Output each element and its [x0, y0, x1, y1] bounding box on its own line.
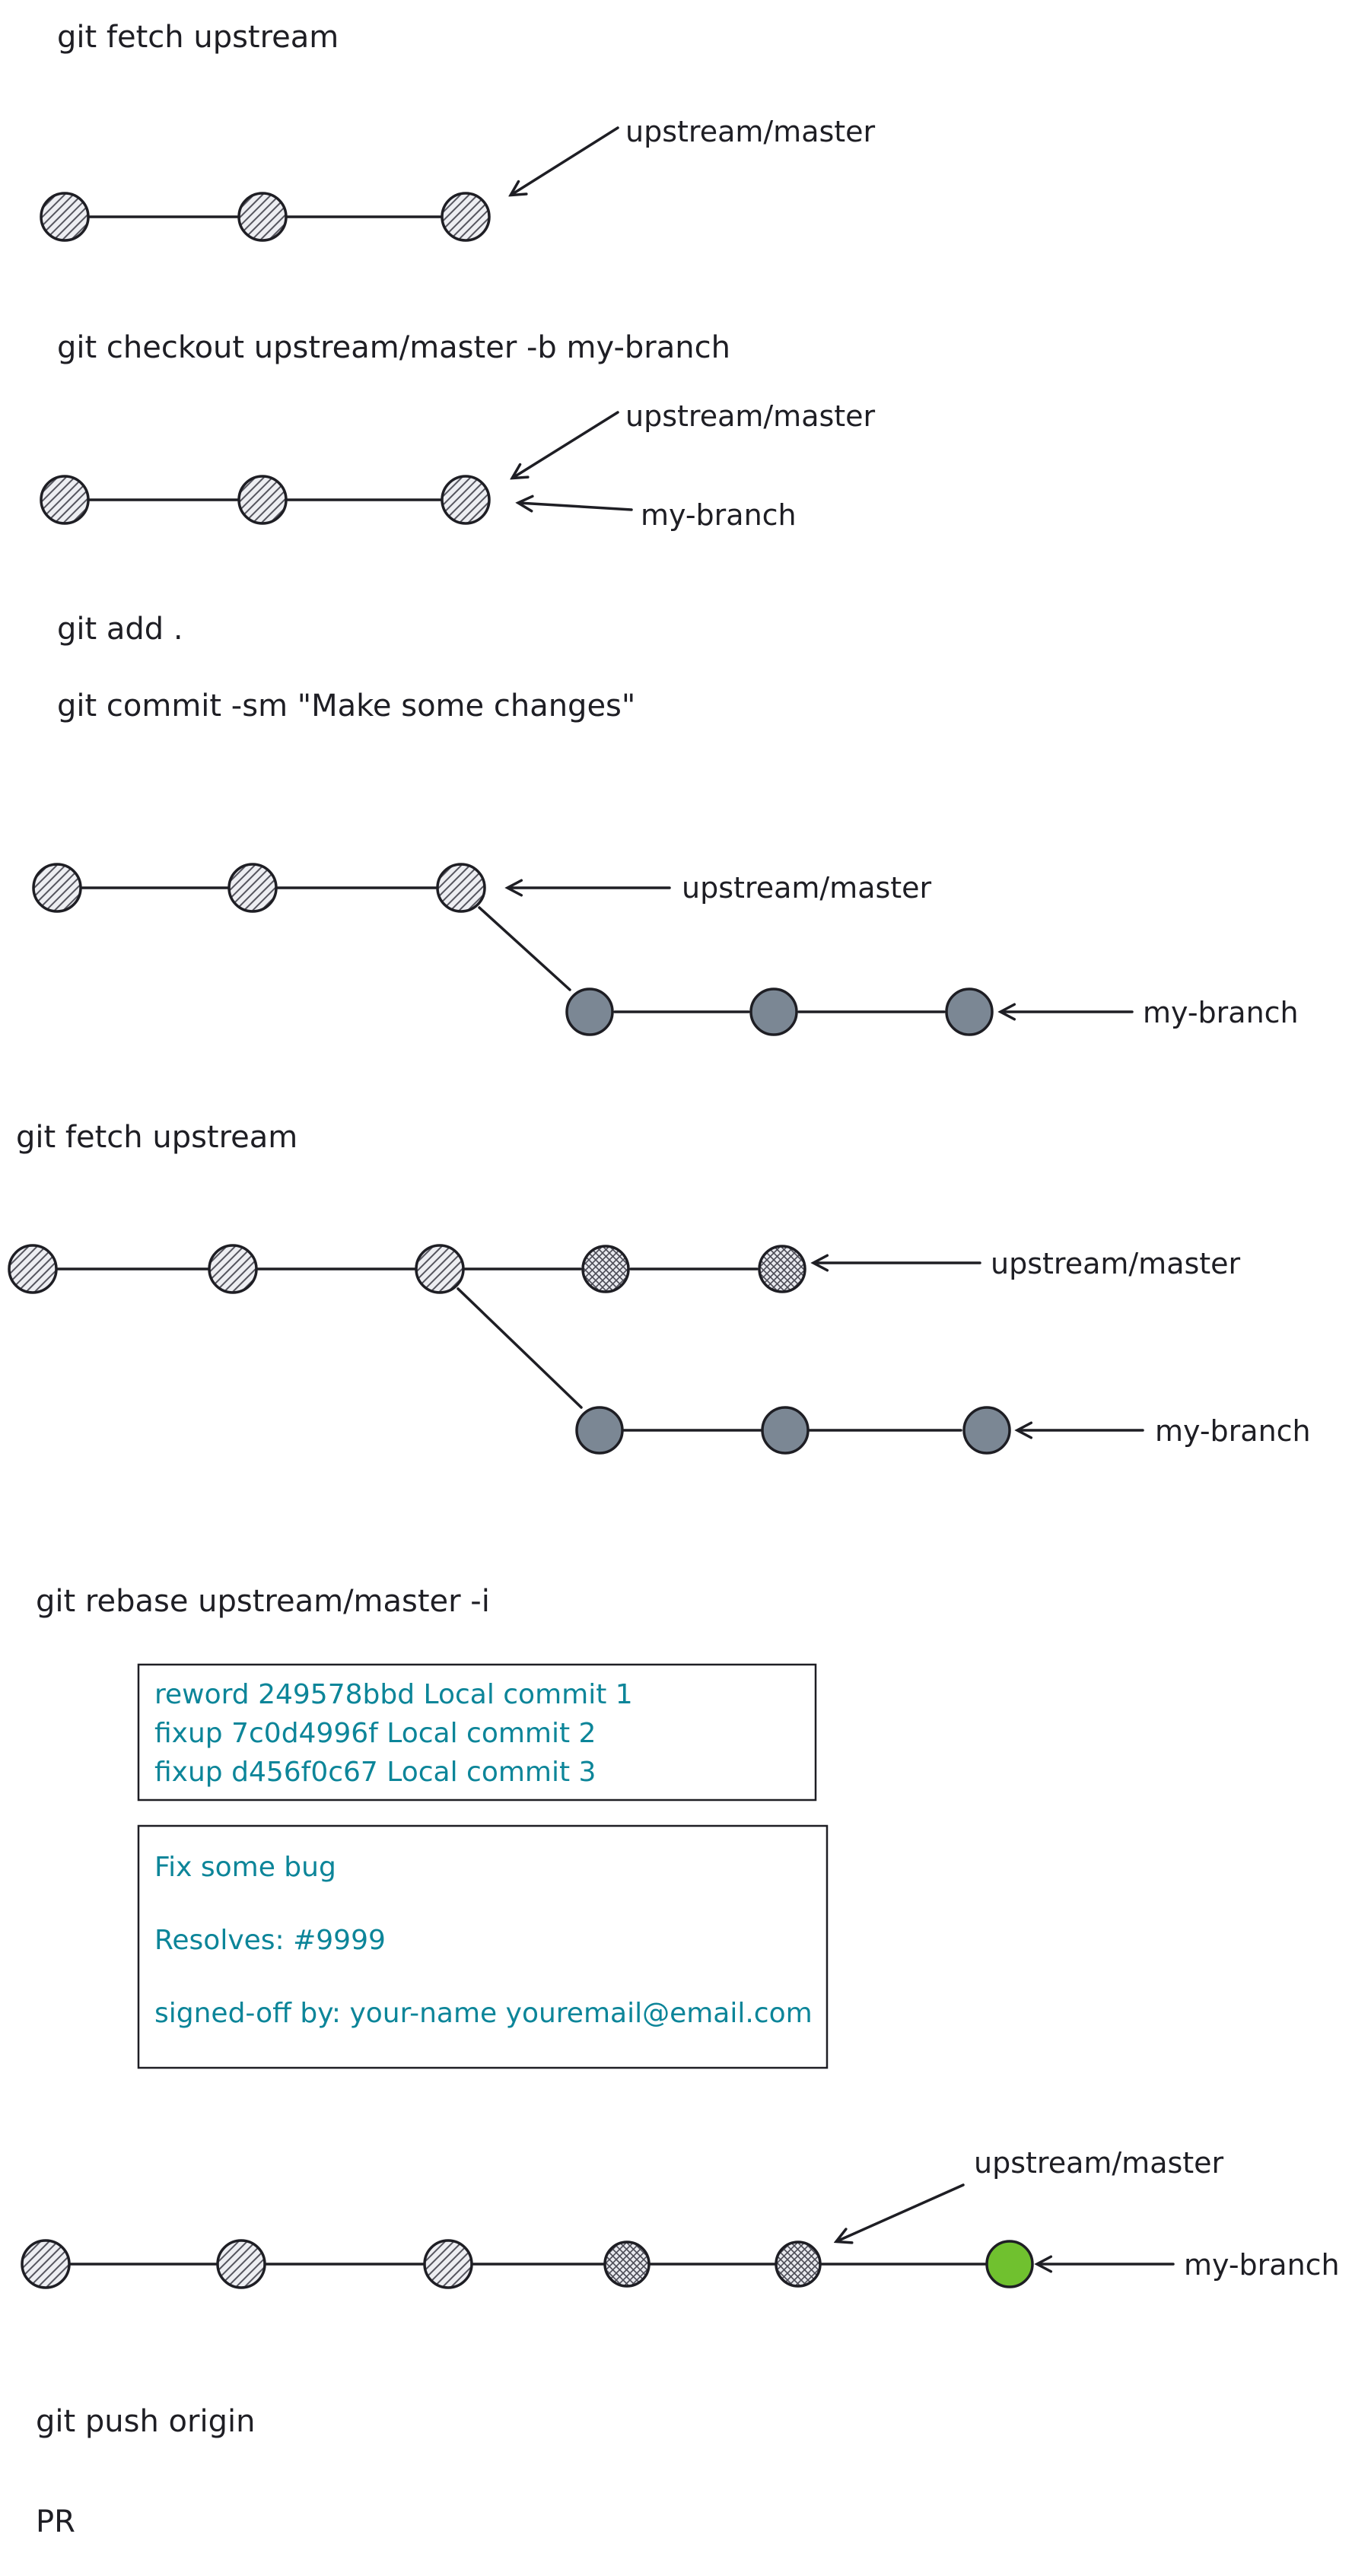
command-git-add: git add . [57, 612, 183, 647]
upstream-master-arrow [837, 2183, 965, 2241]
command-git-rebase: git rebase upstream/master -i [36, 1584, 490, 1619]
graph-after-rebase: upstream/master my-branch [21, 2146, 1340, 2289]
command-git-fetch-upstream-2: git fetch upstream [16, 1120, 297, 1155]
graph-after-commit: upstream/master my-branch [32, 863, 1299, 1036]
my-branch-label: my-branch [641, 498, 797, 532]
commit-node [441, 475, 491, 525]
commit-message-line-3: signed-off by: your-name youremail@email… [154, 1998, 813, 2029]
pr-label: PR [36, 2504, 75, 2539]
commit-node [40, 192, 90, 242]
commit-node-local [749, 987, 798, 1036]
commit-node [21, 2239, 71, 2289]
graph-after-second-fetch: upstream/master my-branch [8, 1244, 1311, 1455]
rebase-todo-line-1: reword 249578bbd Local commit 1 [154, 1679, 633, 1710]
commit-node-local [761, 1406, 810, 1455]
commit-message-box: Fix some bug Resolves: #9999 signed-off … [137, 1824, 829, 2069]
rebase-todo-border [137, 1663, 817, 1802]
upstream-master-arrow [511, 126, 619, 195]
upstream-master-label: upstream/master [625, 115, 876, 148]
commit-node [441, 192, 491, 242]
commit-node [415, 1244, 465, 1294]
graph-after-checkout: upstream/master my-branch [40, 399, 876, 532]
rebase-todo-box: reword 249578bbd Local commit 1 fixup 7c… [137, 1663, 817, 1802]
my-branch-arrow [519, 503, 633, 510]
commit-node-new-upstream [581, 1245, 630, 1293]
rebase-todo-line-3: fixup d456f0c67 Local commit 3 [154, 1757, 596, 1788]
upstream-master-arrow [513, 411, 619, 478]
commit-node-local [962, 1406, 1011, 1455]
my-branch-label: my-branch [1155, 1414, 1311, 1448]
commit-node-new-upstream [775, 2240, 822, 2288]
commit-node-local [575, 1406, 624, 1455]
my-branch-label: my-branch [1184, 2248, 1340, 2282]
commit-node [208, 1244, 258, 1294]
commit-message-line-1: Fix some bug [154, 1852, 336, 1883]
commit-node-local [565, 987, 614, 1036]
commit-node [32, 863, 82, 913]
commit-node [423, 2239, 473, 2289]
commit-node [8, 1244, 58, 1294]
commit-node-new-upstream [603, 2240, 651, 2288]
upstream-master-label: upstream/master [682, 871, 932, 905]
upstream-master-label: upstream/master [991, 1247, 1241, 1280]
command-git-checkout: git checkout upstream/master -b my-branc… [57, 330, 730, 365]
command-git-fetch-upstream-1: git fetch upstream [57, 20, 339, 55]
upstream-master-label: upstream/master [974, 2146, 1224, 2180]
commit-node [237, 475, 288, 525]
commit-node-local [945, 987, 994, 1036]
commit-message-border [137, 1824, 829, 2069]
upstream-master-label: upstream/master [625, 399, 876, 433]
branch-edge [478, 906, 571, 991]
branch-edge [456, 1287, 583, 1409]
commit-node [227, 863, 278, 913]
rebase-todo-line-2: fixup 7c0d4996f Local commit 2 [154, 1718, 596, 1749]
commit-node [216, 2239, 266, 2289]
commit-node-rebased [985, 2240, 1034, 2288]
my-branch-label: my-branch [1143, 996, 1299, 1029]
commit-node [40, 475, 90, 525]
commit-node [237, 192, 288, 242]
commit-node [436, 863, 486, 913]
graph-after-fetch: upstream/master [40, 115, 876, 242]
commit-message-line-2: Resolves: #9999 [154, 1925, 386, 1956]
command-git-push: git push origin [36, 2404, 255, 2439]
commit-node-new-upstream [758, 1245, 806, 1293]
command-git-commit: git commit -sm "Make some changes" [57, 689, 635, 724]
